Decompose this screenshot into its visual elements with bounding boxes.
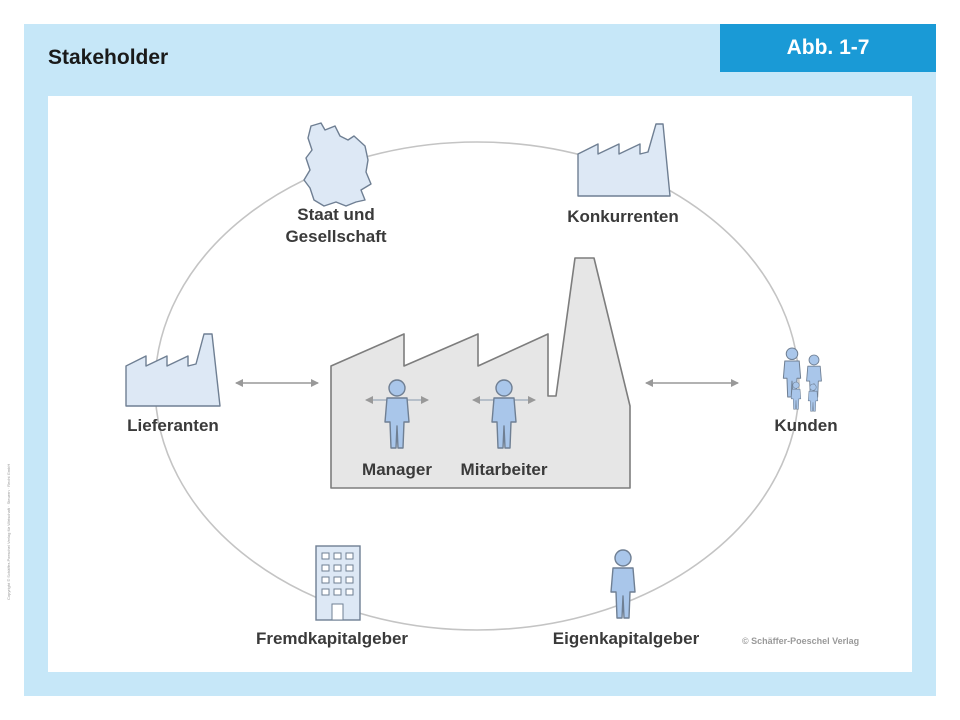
label-staat: Staat und Gesellschaft <box>285 205 387 246</box>
label-kunden: Kunden <box>774 416 838 435</box>
copyright-note: © Schäffer-Poeschel Verlag <box>742 636 860 646</box>
germany-map-icon <box>303 122 372 207</box>
figure-badge: Abb. 1-7 <box>720 24 936 72</box>
label-mitarbeiter: Mitarbeiter <box>460 460 548 479</box>
label-eigenkapitalgeber: Eigenkapitalgeber <box>552 629 700 648</box>
label-manager: Manager <box>362 460 432 479</box>
label-lieferanten: Lieferanten <box>127 416 219 435</box>
company-factory <box>330 257 631 489</box>
page-title: Stakeholder <box>48 46 169 69</box>
label-fremdkapitalgeber: Fremdkapitalgeber <box>255 629 409 648</box>
investor-person-icon <box>610 549 636 619</box>
label-konkurrenten: Konkurrenten <box>567 207 679 226</box>
office-building-icon <box>315 545 361 621</box>
customer-family-icon <box>782 347 822 412</box>
side-copyright-note: Copyright © Schäffer-Poeschel Verlag für… <box>6 463 11 600</box>
stakeholder-diagram <box>125 122 822 631</box>
supplier-factory-icon <box>125 333 221 407</box>
competitor-factory-icon <box>577 123 671 197</box>
diagram-panel: Staat und Gesellschaft Konkurrenten Lief… <box>48 96 912 672</box>
